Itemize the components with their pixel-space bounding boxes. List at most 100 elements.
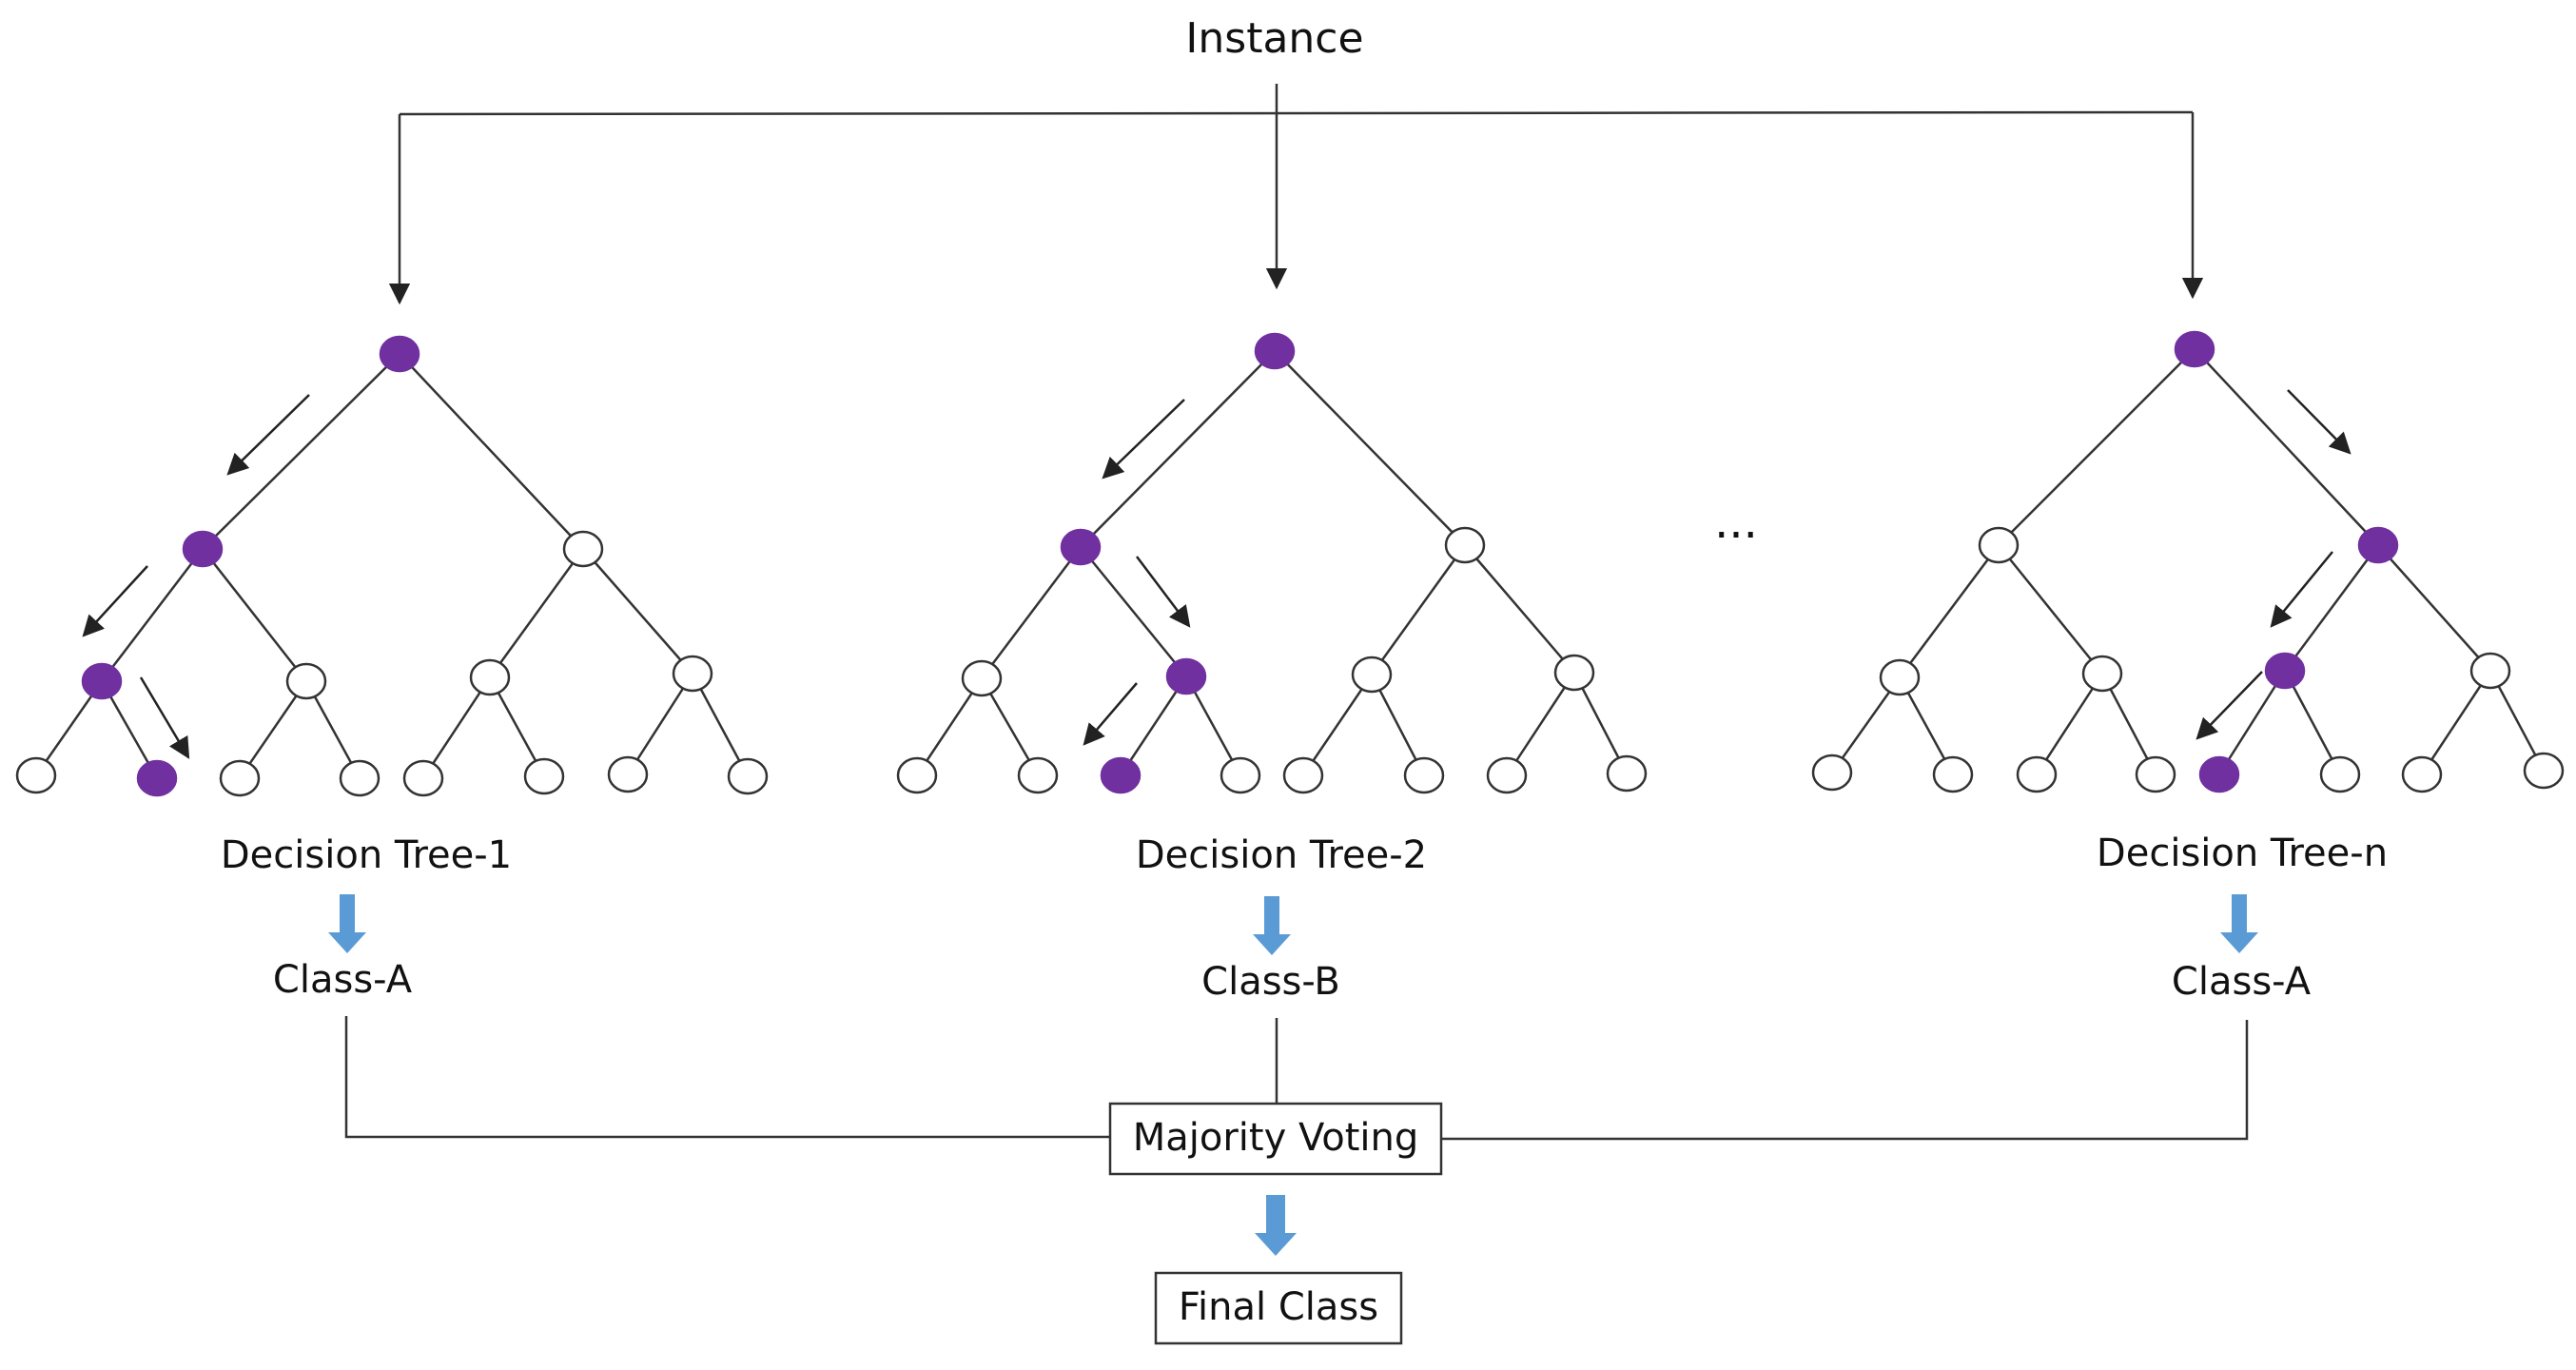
tree-edge <box>1830 676 1902 773</box>
majority-voting-label: Majority Voting <box>1133 1116 1419 1160</box>
tree-2-name: Decision Tree-2 <box>1136 833 1427 877</box>
tree-edge <box>1505 672 1576 776</box>
tree-edge <box>1370 544 1467 675</box>
tree-edge <box>626 673 694 775</box>
tree-1-name: Decision Tree-1 <box>221 833 512 877</box>
path-arrow-icon <box>2287 389 2352 455</box>
tree-edge <box>202 353 400 550</box>
active-tree-node <box>2264 652 2306 690</box>
flow-arrows <box>328 894 2258 955</box>
active-tree-node <box>1100 756 1142 794</box>
tree-edge <box>488 548 585 678</box>
tree-edge <box>981 546 1082 679</box>
tree-edge <box>2488 670 2546 772</box>
tree-node <box>1444 526 1486 564</box>
tree-edge <box>238 680 308 779</box>
path-arrow-icon <box>82 565 148 637</box>
tree-node <box>1553 654 1595 692</box>
tree-node <box>2401 755 2443 793</box>
tree-edge <box>1119 675 1188 776</box>
tree-node <box>2523 752 2565 790</box>
tree-node <box>1017 756 1059 794</box>
active-tree-node <box>2198 755 2240 793</box>
down-arrow-icon <box>328 894 366 953</box>
instance-distribution-lines <box>388 84 2204 305</box>
down-arrow-icon <box>1255 1195 1297 1256</box>
tree-edge <box>2194 348 2379 546</box>
tree-node <box>339 759 381 797</box>
active-tree-node <box>1254 332 1296 370</box>
path-arrow-icon <box>226 394 310 476</box>
tree-edge <box>2283 670 2342 775</box>
tree-edge <box>915 677 984 776</box>
tree-edge <box>2420 670 2492 775</box>
tree-edge <box>2283 544 2380 672</box>
tree-edge <box>1370 674 1426 776</box>
active-tree-node <box>2174 330 2215 368</box>
tree-edge <box>488 676 546 777</box>
tree-node <box>672 655 713 693</box>
tree-node <box>2016 755 2058 793</box>
tree-edge <box>1898 544 2000 678</box>
tree-node <box>2469 652 2511 690</box>
active-tree-node <box>2357 526 2399 564</box>
tree-edge <box>582 548 693 675</box>
active-tree-node <box>1060 528 1102 566</box>
tree-edge <box>2377 544 2491 672</box>
tree-edge <box>1301 674 1374 776</box>
tree-node <box>1351 656 1393 694</box>
tree-n-class: Class-A <box>2172 960 2312 1004</box>
active-tree-node <box>1165 657 1207 695</box>
tree-edge <box>1080 546 1187 677</box>
tree-node <box>1606 754 1648 793</box>
connector-class-n <box>1441 1020 2249 1141</box>
path-arrow-icon <box>2270 551 2333 628</box>
tree-edge <box>2035 673 2104 775</box>
path-arrow-icon <box>1136 556 1191 628</box>
tree-node <box>1486 756 1528 794</box>
tree-edge <box>202 548 307 682</box>
active-tree-node <box>379 335 420 373</box>
path-arrow-icon <box>2195 671 2263 740</box>
path-arrow-icon <box>139 676 190 759</box>
ellipsis-label: ... <box>1714 496 1758 549</box>
tree-node <box>1879 658 1921 696</box>
tree-edge <box>2217 670 2287 775</box>
tree-edge <box>421 676 492 779</box>
tree-node <box>727 757 769 795</box>
tree-node <box>1932 755 1974 793</box>
tree-node <box>1282 756 1324 794</box>
tree-edge <box>34 680 104 776</box>
decision-tree-n <box>1811 330 2565 793</box>
tree-edge <box>1274 350 1466 546</box>
decision-tree-1 <box>15 335 769 797</box>
tree-node <box>523 757 565 795</box>
tree-edge <box>2100 673 2157 775</box>
tree-node <box>1811 754 1853 792</box>
tree-node <box>1220 756 1261 794</box>
tree-node <box>896 756 938 794</box>
tree-1-class: Class-A <box>273 958 413 1002</box>
active-tree-node <box>182 530 224 568</box>
tree-n-name: Decision Tree-n <box>2097 832 2388 875</box>
down-arrow-icon <box>2220 894 2258 953</box>
final-class-label: Final Class <box>1179 1285 1378 1329</box>
tree-edge <box>1080 350 1276 548</box>
tree-edge <box>691 673 750 777</box>
path-arrow-icon <box>1102 399 1185 480</box>
tree-node <box>285 662 327 700</box>
tree-edge <box>1464 544 1575 674</box>
tree-node <box>469 658 511 696</box>
tree-edge <box>1998 544 2103 675</box>
tree-edge <box>1572 672 1629 774</box>
tree-edge <box>1184 675 1242 776</box>
tree-node <box>2319 755 2361 793</box>
majority-voting-box <box>1108 1102 1443 1176</box>
tree-2-class: Class-B <box>1201 960 1340 1004</box>
decision-tree-2 <box>896 332 1648 794</box>
tree-node <box>961 659 1003 697</box>
connector-class-1 <box>344 1016 1110 1139</box>
instance-bus-line <box>399 110 2194 116</box>
